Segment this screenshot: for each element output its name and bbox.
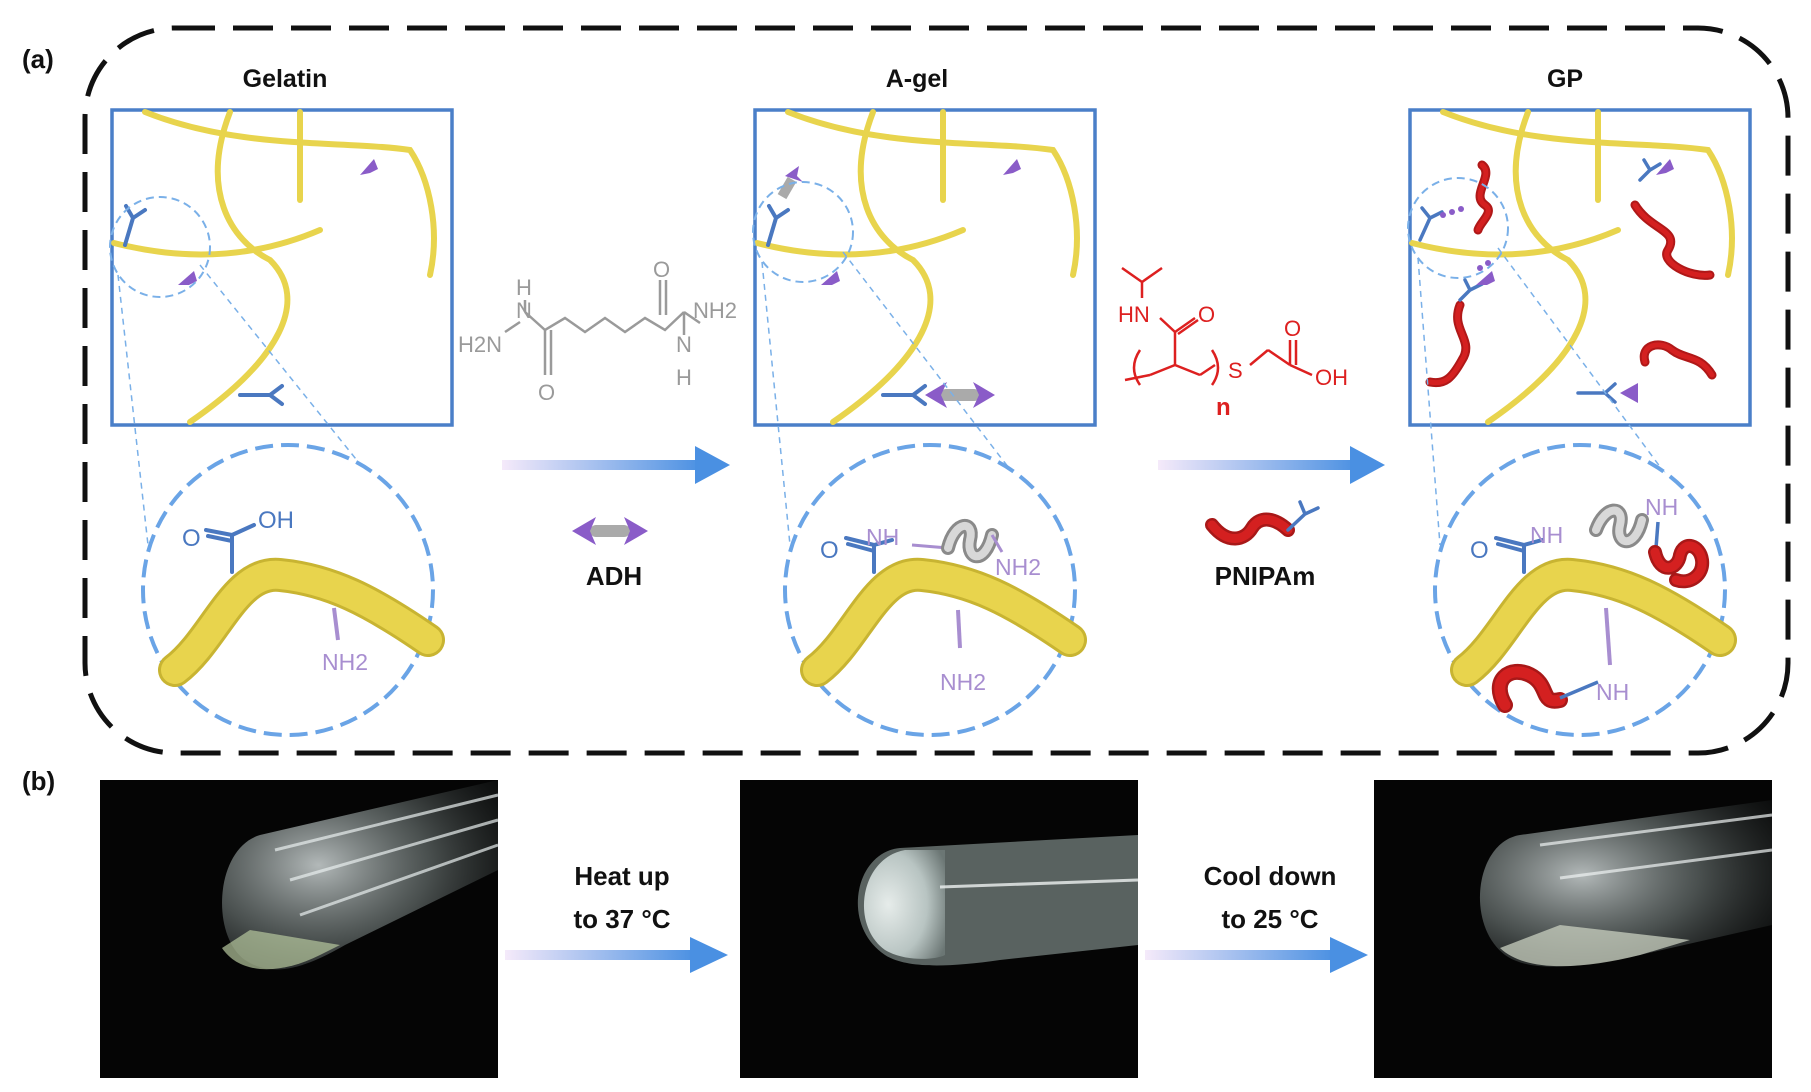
adh-o-bottom: O — [538, 380, 555, 405]
pnipam-structure — [1121, 266, 1313, 386]
adh-h-bottom: H — [676, 365, 692, 390]
gelatin-nh2-label: NH2 — [322, 649, 368, 675]
pnipam-label: PNIPAm — [1215, 561, 1316, 591]
adh-h-top: H — [516, 275, 532, 300]
agel-nh-label: NH — [866, 524, 899, 550]
pnipam-hn: HN — [1118, 302, 1150, 327]
zoom-source-circle — [109, 196, 211, 298]
adh-n-right: N — [676, 332, 692, 357]
arrow-heat — [505, 937, 728, 973]
oxygen-label: O — [182, 525, 201, 552]
pnipam-s: S — [1228, 358, 1243, 383]
oxygen-label: O — [1470, 537, 1489, 564]
stage-title-agel: A-gel — [886, 65, 949, 93]
adh-crosslinker-icon — [572, 517, 648, 545]
pnipam-chain-icon — [1205, 500, 1320, 546]
panel-b-letter: (b) — [22, 766, 55, 796]
arrow-gelatin-to-agel — [502, 446, 730, 484]
heat-label-line2: to 37 °C — [573, 904, 670, 934]
gelatin-network-box — [109, 108, 454, 427]
photo-gel-tube — [740, 780, 1139, 1078]
photo-sol-tube — [100, 780, 499, 1078]
adh-h2n: H2N — [458, 332, 502, 357]
cool-label-line2: to 25 °C — [1221, 904, 1318, 934]
oxygen-label: O — [820, 537, 839, 564]
gelatin-oh-label: OH — [258, 507, 294, 534]
pnipam-n: n — [1216, 394, 1231, 421]
agel-network-box — [752, 108, 1097, 427]
arrow-agel-to-gp — [1158, 446, 1385, 484]
cool-label-line1: Cool down — [1204, 861, 1337, 891]
gp-zoom-circle: O NH NH NH — [1433, 443, 1737, 737]
stage-title-gelatin: Gelatin — [243, 65, 328, 93]
gelatin-zoom-circle: O OH NH2 — [141, 443, 445, 737]
amine-icon — [178, 159, 378, 285]
pnipam-o-acid: O — [1284, 316, 1301, 341]
adh-structure: H N H2N O NH2 N H O — [458, 257, 737, 405]
agel-nh2-top-label: NH2 — [995, 554, 1041, 580]
pnipam-oh: OH — [1315, 365, 1348, 390]
agel-nh2-bottom-label: NH2 — [940, 669, 986, 695]
adh-label: ADH — [586, 561, 642, 591]
adh-n-left: N — [516, 298, 532, 323]
gp-network-box — [1407, 108, 1752, 427]
heat-label-line1: Heat up — [574, 861, 669, 891]
dashed-frame — [82, 25, 1791, 756]
carboxyl-icon — [123, 204, 284, 406]
gp-nh-right-label: NH — [1645, 494, 1678, 520]
arrow-cool — [1145, 937, 1368, 973]
adh-nh2-right: NH2 — [693, 298, 737, 323]
gp-nh-left-label: NH — [1530, 522, 1563, 548]
stage-title-gp: GP — [1547, 65, 1583, 93]
agel-zoom-circle: O NH NH2 NH2 — [783, 443, 1087, 737]
adh-o-top: O — [653, 257, 670, 282]
agel-guide-lines — [761, 251, 1069, 546]
pnipam-o-amide: O — [1198, 302, 1215, 327]
panel-a-letter: (a) — [22, 44, 54, 74]
photo-cooled-tube — [1374, 780, 1773, 1078]
gp-nh-bottom-label: NH — [1596, 679, 1629, 705]
